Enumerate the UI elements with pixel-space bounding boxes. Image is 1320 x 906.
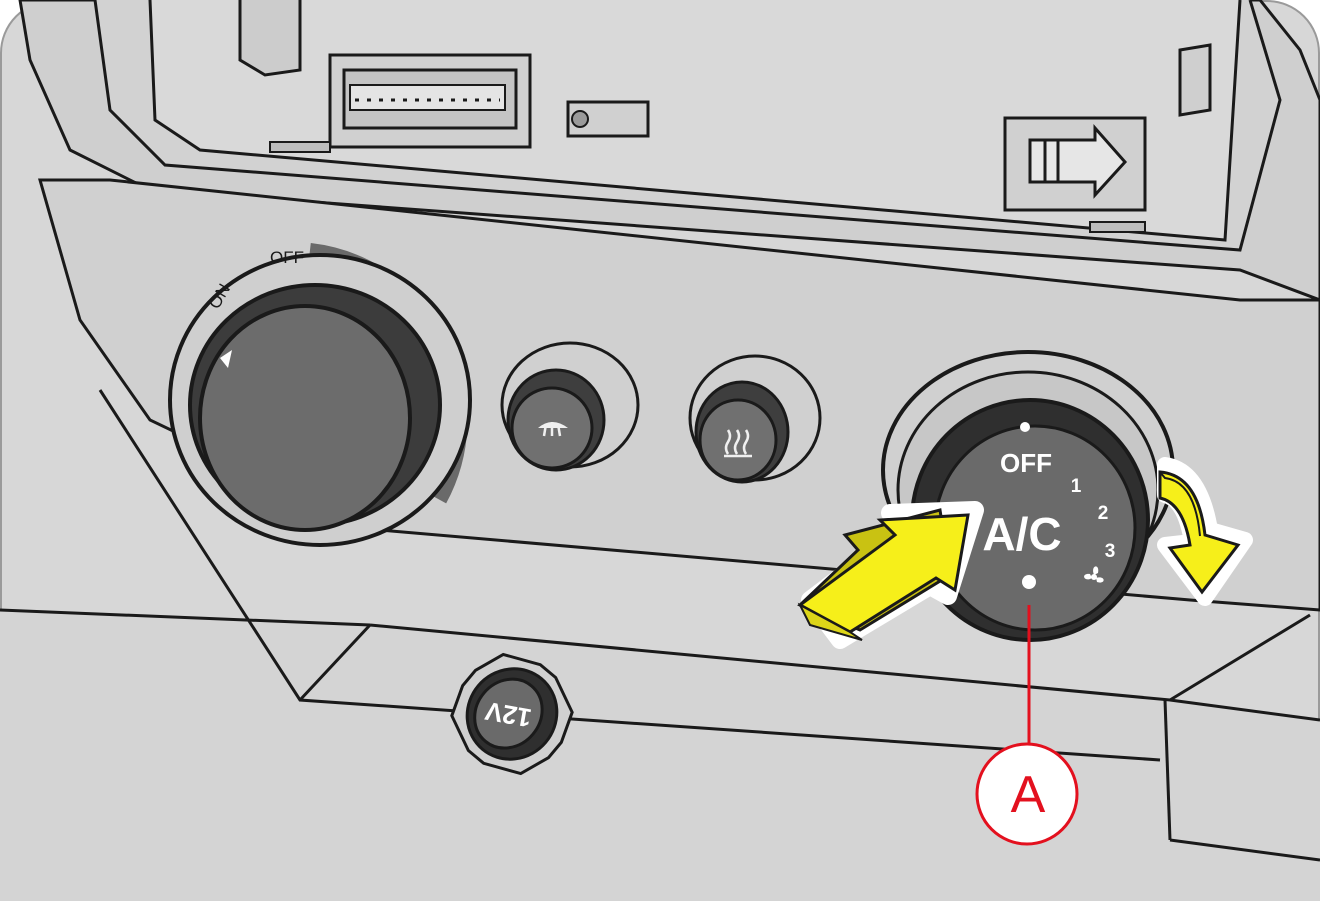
left-dial[interactable]: ON OFF xyxy=(168,243,472,547)
dial-off-label: OFF xyxy=(270,248,304,267)
front-defrost-button[interactable] xyxy=(500,341,640,472)
callout-label: A xyxy=(1011,766,1046,824)
12v-socket[interactable]: 12V xyxy=(433,635,591,793)
front-defrost-icon xyxy=(538,422,568,437)
rotate-arrow xyxy=(1157,457,1253,606)
rear-defrost-icon xyxy=(724,429,752,458)
release-clip xyxy=(1003,116,1147,212)
knob-speed-3: 3 xyxy=(1105,541,1116,562)
fan-icon xyxy=(1084,566,1104,583)
ac-fan-knob[interactable]: OFF 1 2 3 A/C xyxy=(881,350,1175,642)
ac-indicator-dot xyxy=(1022,575,1036,589)
knob-pointer-dot xyxy=(1020,422,1030,432)
radio-connector xyxy=(328,53,532,149)
radio-cavity xyxy=(18,0,1320,302)
knob-off-label: OFF xyxy=(1000,448,1052,478)
ac-label: A/C xyxy=(982,508,1061,560)
dial-indicator-icon xyxy=(220,350,232,368)
knob-speed-1: 1 xyxy=(1071,476,1082,497)
right-bracket xyxy=(1178,43,1212,117)
callout-circle xyxy=(975,742,1079,846)
callout-a: A xyxy=(975,605,1079,846)
push-arrow xyxy=(797,501,984,649)
top-left-bracket xyxy=(238,0,302,77)
small-slot xyxy=(566,100,650,138)
knob-speed-2: 2 xyxy=(1098,503,1109,524)
rear-defrost-button[interactable] xyxy=(688,354,822,484)
